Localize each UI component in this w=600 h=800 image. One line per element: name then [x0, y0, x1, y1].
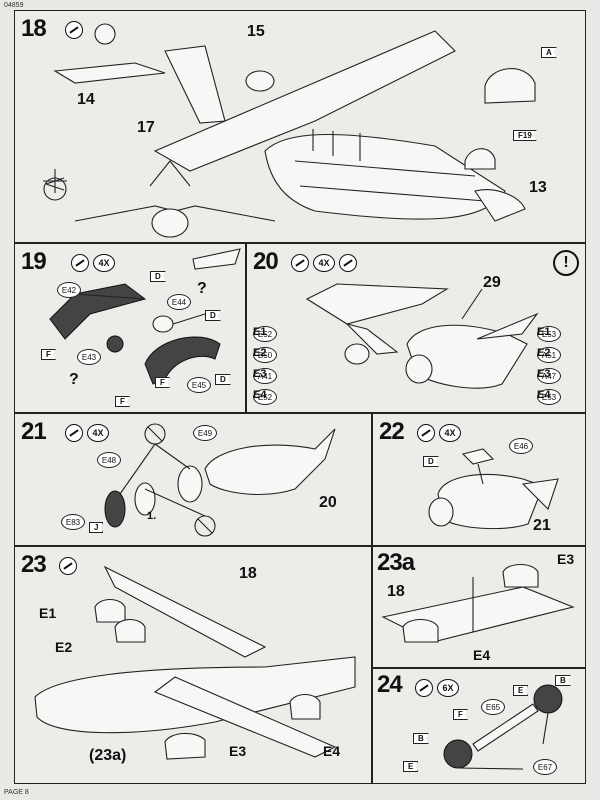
- sub-step-reference: (23a): [89, 747, 127, 764]
- part-e49: E49: [193, 425, 217, 441]
- step-18-panel: 18 14 15 17 13 A F19: [14, 10, 586, 243]
- step-23a-panel: 23a 18 E3 E4: [372, 546, 586, 668]
- step-number: 22: [379, 418, 405, 445]
- engine-key: E1: [253, 326, 267, 338]
- glue-icon: [415, 679, 433, 697]
- label-13: 13: [529, 179, 547, 196]
- label-29: 29: [483, 274, 501, 291]
- warning-icon: !: [553, 250, 579, 276]
- part-e46: E46: [509, 438, 533, 454]
- drill-icon: [339, 254, 357, 272]
- glue-icon: [71, 254, 89, 272]
- step-24-drawing: [443, 684, 563, 770]
- quantity-badge: 4X: [87, 424, 109, 442]
- glue-icon: [59, 557, 77, 575]
- kit-number: 04859: [4, 2, 24, 9]
- engine-label-e3: E3: [557, 551, 575, 567]
- question-mark: ?: [197, 280, 207, 297]
- step-number: 19: [21, 248, 47, 275]
- part-e48: E48: [97, 452, 121, 468]
- engine-label-e2: E2: [55, 639, 73, 655]
- part-e42: E42: [57, 282, 81, 298]
- part-e45: E45: [187, 377, 211, 393]
- step-number: 23: [21, 551, 47, 578]
- step-one-label: 1.: [147, 510, 157, 522]
- label-18: 18: [239, 565, 257, 582]
- label-14: 14: [77, 91, 95, 108]
- glue-icon: [291, 254, 309, 272]
- step-18-drawing: [43, 23, 536, 238]
- quantity-badge: 6X: [437, 679, 459, 697]
- step-23-panel: 23 18 E1 E2 E3 E4 (23a): [14, 546, 372, 784]
- question-mark: ?: [69, 371, 79, 388]
- label-18: 18: [387, 583, 405, 600]
- engine-key: E2: [253, 347, 267, 359]
- step-21-drawing: [104, 423, 336, 537]
- engine-label-e1: E1: [39, 605, 57, 621]
- engine-key: E2: [537, 347, 551, 359]
- step-19-panel: 19 4X E42 E44 E43 E45 D D D F F F ? ?: [14, 243, 246, 413]
- engine-label-e4: E4: [473, 647, 491, 663]
- step-number: 18: [21, 15, 47, 42]
- glue-icon: [65, 21, 83, 39]
- part-e65: E65: [481, 699, 505, 715]
- step-19-drawing: [49, 248, 241, 385]
- engine-key: E3: [537, 368, 551, 380]
- glue-icon: [65, 424, 83, 442]
- engine-part: E52: [253, 326, 277, 342]
- part-e67: E67: [533, 759, 557, 775]
- engine-part: A41: [253, 368, 277, 384]
- step-23-drawing: [34, 565, 356, 760]
- part-e44: E44: [167, 294, 191, 310]
- engine-key: E1: [537, 326, 551, 338]
- step-number: 23a: [377, 549, 415, 576]
- label-15: 15: [247, 23, 265, 40]
- glue-icon: [417, 424, 435, 442]
- engine-part: E53: [537, 326, 561, 342]
- engine-label-e3: E3: [229, 743, 247, 759]
- step-22-panel: 22 4X E46 D 21: [372, 413, 586, 546]
- quantity-badge: 4X: [439, 424, 461, 442]
- quantity-badge: 4X: [93, 254, 115, 272]
- engine-part: E52: [253, 389, 277, 405]
- step-22-drawing: [428, 448, 559, 530]
- engine-part: B50: [253, 347, 277, 363]
- step-21-panel: 21 4X E49 E48 E83 J 1. 20: [14, 413, 372, 546]
- page-label: PAGE 8: [4, 789, 29, 796]
- engine-part: A47: [537, 368, 561, 384]
- step-23a-drawing: [381, 563, 575, 643]
- part-e83: E83: [61, 514, 85, 530]
- engine-part: A51: [537, 347, 561, 363]
- step-24-panel: 24 6X E65 E67 B B E E F: [372, 668, 586, 784]
- part-e43: E43: [77, 349, 101, 365]
- engine-key: E4: [253, 389, 267, 401]
- engine-key: E3: [253, 368, 267, 380]
- engine-key: E4: [537, 389, 551, 401]
- step-20-drawing: [305, 283, 539, 389]
- engine-part: E53: [537, 389, 561, 405]
- label-21: 21: [533, 517, 551, 534]
- label-17: 17: [137, 119, 155, 136]
- engine-label-e4: E4: [323, 743, 341, 759]
- label-20: 20: [319, 494, 337, 511]
- step-number: 24: [377, 671, 403, 698]
- quantity-badge: 4X: [313, 254, 335, 272]
- step-number: 20: [253, 248, 279, 275]
- step-number: 21: [21, 418, 47, 445]
